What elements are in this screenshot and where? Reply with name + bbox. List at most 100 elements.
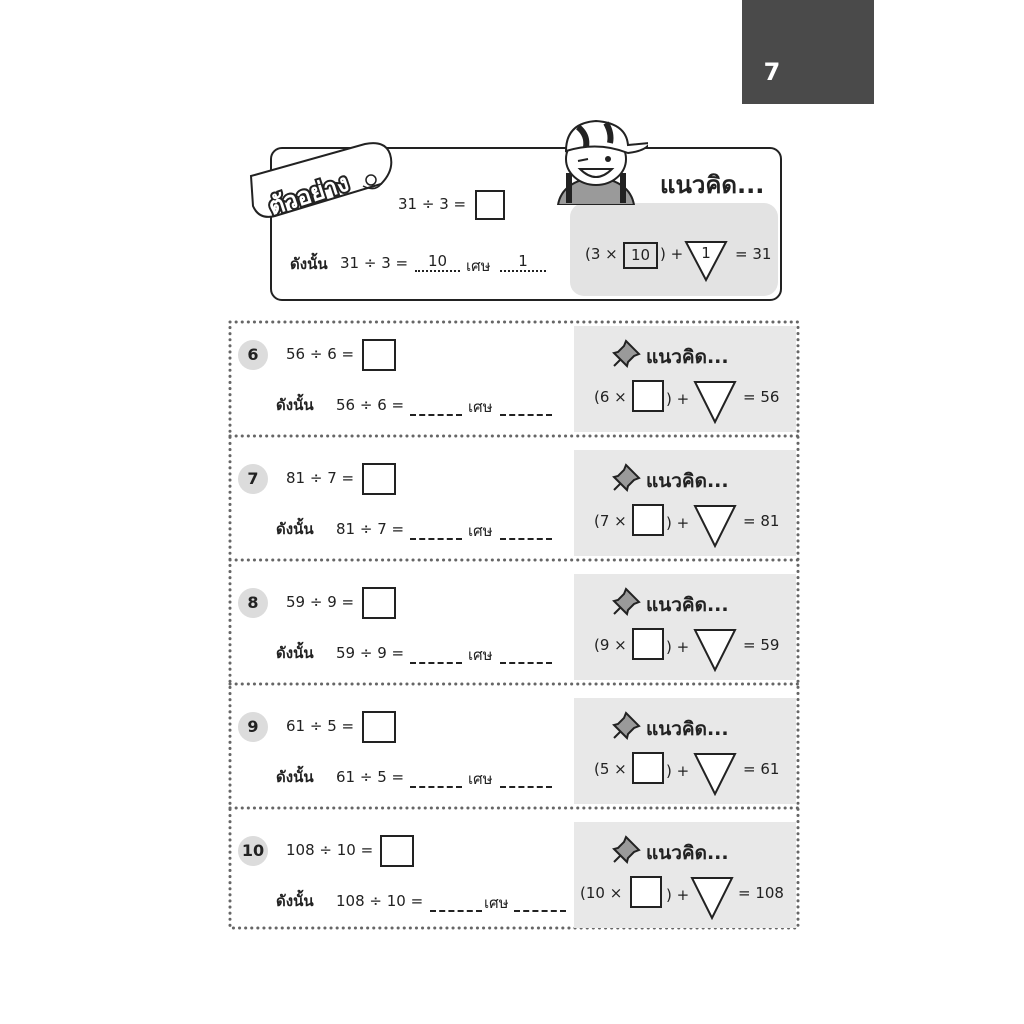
- pushpin-icon: [612, 835, 641, 864]
- problem-text: 81 ÷ 7 =: [286, 469, 355, 487]
- think-triangle[interactable]: [693, 380, 737, 424]
- quotient-blank[interactable]: [410, 414, 462, 416]
- quotient-blank[interactable]: [410, 538, 462, 540]
- think-open: (7 ×: [594, 512, 627, 530]
- think-square-box[interactable]: [630, 876, 662, 908]
- think-open: (5 ×: [594, 760, 627, 778]
- dotted-frame: [228, 320, 800, 930]
- exercise-area: 6 56 ÷ 6 = ดังนั้น 56 ÷ 6 = เศษ แนวคิด..…: [228, 320, 800, 930]
- remainder-label: เศษ: [468, 770, 493, 788]
- answer-box[interactable]: [362, 587, 396, 619]
- example-triangle: [684, 241, 728, 282]
- think-triangle[interactable]: [690, 876, 734, 920]
- remainder-blank[interactable]: [500, 538, 552, 540]
- think-plus: ) +: [666, 638, 690, 656]
- problem-text: 108 ÷ 10 =: [286, 841, 374, 859]
- think-open: (10 ×: [580, 884, 623, 902]
- equation-text: 81 ÷ 7 =: [336, 520, 405, 538]
- answer-box[interactable]: [362, 339, 396, 371]
- page-number: 7: [763, 58, 781, 86]
- think-label: แนวคิด...: [646, 594, 729, 616]
- example-remainder: 1: [500, 252, 546, 272]
- exercise-row-8: 8 59 ÷ 9 = ดังนั้น 59 ÷ 9 = เศษ แนวคิด..…: [228, 568, 800, 686]
- example-therefore: ดังนั้น: [290, 255, 328, 273]
- think-result: = 108: [738, 884, 784, 902]
- think-panel: [574, 450, 796, 556]
- question-number: 6: [238, 340, 268, 370]
- quotient-blank[interactable]: [410, 662, 462, 664]
- example-think-result: = 31: [735, 245, 772, 263]
- answer-box[interactable]: [362, 711, 396, 743]
- therefore-label: ดังนั้น: [276, 768, 314, 786]
- equation-text: 108 ÷ 10 =: [336, 892, 424, 910]
- think-panel: [574, 326, 796, 432]
- quotient-blank[interactable]: [410, 786, 462, 788]
- think-triangle[interactable]: [693, 504, 737, 548]
- exercise-row-6: 6 56 ÷ 6 = ดังนั้น 56 ÷ 6 = เศษ แนวคิด..…: [228, 320, 800, 438]
- question-number: 10: [238, 836, 268, 866]
- think-plus: ) +: [666, 886, 690, 904]
- think-panel: [574, 574, 796, 680]
- example-think-box: 10: [623, 242, 658, 269]
- think-open: (6 ×: [594, 388, 627, 406]
- think-result: = 81: [743, 512, 780, 530]
- remainder-label: เศษ: [468, 398, 493, 416]
- example-think-plus: ) +: [660, 245, 684, 263]
- think-triangle[interactable]: [693, 628, 737, 672]
- think-label: แนวคิด...: [646, 842, 729, 864]
- example-remainder-label: เศษ: [466, 257, 491, 275]
- think-label: แนวคิด...: [646, 346, 729, 368]
- example-equation: 31 ÷ 3 =: [340, 254, 409, 272]
- question-number: 8: [238, 588, 268, 618]
- example-banner: ตัวอย่าง: [249, 142, 393, 220]
- example-problem: 31 ÷ 3 =: [398, 195, 467, 213]
- question-number: 9: [238, 712, 268, 742]
- example-quotient: 10: [415, 252, 460, 272]
- think-triangle[interactable]: [693, 752, 737, 796]
- remainder-blank[interactable]: [500, 414, 552, 416]
- question-number: 7: [238, 464, 268, 494]
- think-square-box[interactable]: [632, 504, 664, 536]
- answer-box[interactable]: [362, 463, 396, 495]
- think-result: = 59: [743, 636, 780, 654]
- pushpin-icon: [612, 339, 641, 368]
- problem-text: 59 ÷ 9 =: [286, 593, 355, 611]
- example-think-panel: [570, 203, 778, 296]
- think-panel: [574, 822, 796, 928]
- remainder-blank[interactable]: [500, 786, 552, 788]
- think-plus: ) +: [666, 390, 690, 408]
- think-open: (9 ×: [594, 636, 627, 654]
- think-result: = 56: [743, 388, 780, 406]
- therefore-label: ดังนั้น: [276, 520, 314, 538]
- pushpin-icon: [612, 711, 641, 740]
- pushpin-icon: [612, 463, 641, 492]
- example-answer-box: [475, 190, 505, 220]
- think-panel: [574, 698, 796, 804]
- equation-text: 61 ÷ 5 =: [336, 768, 405, 786]
- problem-text: 61 ÷ 5 =: [286, 717, 355, 735]
- example-box: [270, 147, 782, 301]
- problem-text: 56 ÷ 6 =: [286, 345, 355, 363]
- quotient-blank[interactable]: [430, 910, 482, 912]
- equation-text: 56 ÷ 6 =: [336, 396, 405, 414]
- page-number-tab: [742, 0, 874, 104]
- think-square-box[interactable]: [632, 752, 664, 784]
- example-triangle-value: 1: [701, 244, 711, 262]
- therefore-label: ดังนั้น: [276, 892, 314, 910]
- therefore-label: ดังนั้น: [276, 396, 314, 414]
- think-square-box[interactable]: [632, 380, 664, 412]
- pushpin-icon: [612, 587, 641, 616]
- think-label: แนวคิด...: [646, 718, 729, 740]
- think-square-box[interactable]: [632, 628, 664, 660]
- remainder-blank[interactable]: [514, 910, 566, 912]
- think-plus: ) +: [666, 762, 690, 780]
- example-think-open: (3 ×: [585, 245, 618, 263]
- answer-box[interactable]: [380, 835, 414, 867]
- exercise-row-9: 9 61 ÷ 5 = ดังนั้น 61 ÷ 5 = เศษ แนวคิด..…: [228, 692, 800, 810]
- example-think-title: แนวคิด...: [660, 171, 765, 199]
- remainder-label: เศษ: [468, 522, 493, 540]
- remainder-blank[interactable]: [500, 662, 552, 664]
- equation-text: 59 ÷ 9 =: [336, 644, 405, 662]
- exercise-row-10: 10 108 ÷ 10 = ดังนั้น 108 ÷ 10 = เศษ แนว…: [228, 816, 800, 934]
- think-label: แนวคิด...: [646, 470, 729, 492]
